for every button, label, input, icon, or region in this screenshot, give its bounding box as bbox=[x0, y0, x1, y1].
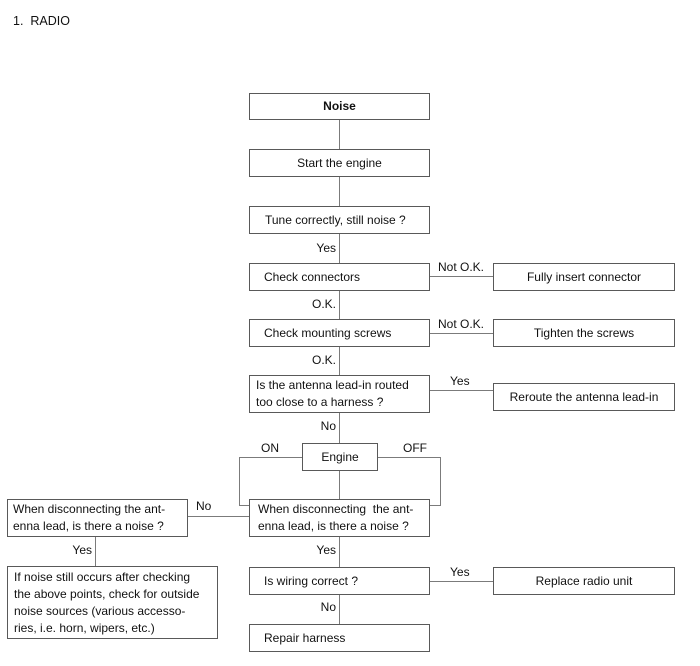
flow-node-text: When disconnecting the ant- enna lead, i… bbox=[13, 502, 166, 533]
flow-node-text: Tune correctly, still noise ? bbox=[265, 212, 406, 227]
page-title: 1. RADIO bbox=[13, 14, 70, 28]
connector-v-disconnect-wiring bbox=[339, 537, 340, 567]
label-ok-screws: O.K. bbox=[311, 353, 336, 367]
flow-node-disconnect-antenna-center: When disconnecting the ant- enna lead, i… bbox=[249, 499, 430, 537]
label-engine-on: ON bbox=[261, 441, 279, 455]
flow-node-repair-harness: Repair harness bbox=[249, 624, 430, 652]
connector-v-noise-start bbox=[339, 120, 340, 149]
connector-v-wiring-repair bbox=[339, 595, 340, 624]
flow-node-text: Check connectors bbox=[264, 269, 361, 284]
label-ok-connectors: O.K. bbox=[311, 297, 336, 311]
flow-node-replace-radio-unit: Replace radio unit bbox=[493, 567, 675, 595]
connector-v-off-loop bbox=[440, 457, 441, 506]
flow-node-tighten-the-screws: Tighten the screws bbox=[493, 319, 675, 347]
connector-v-tune-connectors bbox=[339, 234, 340, 263]
flow-node-text: Fully insert connector bbox=[526, 269, 642, 284]
label-yes-tune: Yes bbox=[316, 241, 336, 255]
flow-node-text: Replace radio unit bbox=[535, 573, 633, 588]
flow-node-tune-correctly: Tune correctly, still noise ? bbox=[249, 206, 430, 234]
connector-v-left-yes bbox=[95, 537, 96, 566]
flow-node-start-engine: Start the engine bbox=[249, 149, 430, 177]
connector-h-on-stub bbox=[239, 505, 249, 506]
connector-v-start-tune bbox=[339, 177, 340, 206]
label-notok-2: Not O.K. bbox=[438, 317, 485, 331]
connector-v-on-loop bbox=[239, 457, 240, 506]
label-no-wiring: No bbox=[320, 600, 336, 614]
flow-node-fully-insert-connector: Fully insert connector bbox=[493, 263, 675, 291]
flow-node-text: Check mounting screws bbox=[264, 325, 392, 340]
label-no-disconnect: No bbox=[196, 499, 212, 513]
connector-v-screws-antenna bbox=[339, 347, 340, 375]
connector-h-engine-on bbox=[239, 457, 302, 458]
connector-v-engine-disconnect bbox=[339, 471, 340, 499]
label-yes-replace: Yes bbox=[450, 565, 470, 579]
connector-h-notok-2 bbox=[430, 333, 493, 334]
label-yes-left: Yes bbox=[72, 543, 92, 557]
flow-node-text: Start the engine bbox=[297, 155, 382, 170]
connector-v-antenna-engine bbox=[339, 413, 340, 443]
flow-node-text: Repair harness bbox=[264, 630, 346, 645]
label-engine-off: OFF bbox=[403, 441, 427, 455]
connector-h-no-disconnect bbox=[188, 516, 249, 517]
flow-node-reroute-antenna-lead-in: Reroute the antenna lead-in bbox=[493, 383, 675, 411]
label-notok-1: Not O.K. bbox=[438, 260, 485, 274]
flow-node-text: Engine bbox=[321, 449, 359, 464]
flow-node-text: Is the antenna lead-in routed too close … bbox=[256, 378, 409, 409]
flow-node-check-mounting-screws: Check mounting screws bbox=[249, 319, 430, 347]
label-no-antenna: No bbox=[320, 419, 336, 433]
connector-h-yes-reroute bbox=[430, 390, 493, 391]
connector-h-engine-off bbox=[378, 457, 440, 458]
connector-h-yes-replace bbox=[430, 581, 493, 582]
label-yes-reroute: Yes bbox=[450, 374, 470, 388]
flow-node-text: Noise bbox=[323, 99, 356, 113]
flow-node-noise: Noise bbox=[249, 93, 430, 120]
connector-h-off-stub bbox=[430, 505, 440, 506]
flow-node-text: Is wiring correct ? bbox=[264, 573, 359, 588]
connector-v-connectors-screws bbox=[339, 291, 340, 319]
flow-node-is-wiring-correct: Is wiring correct ? bbox=[249, 567, 430, 595]
flow-node-antenna-lead-in-routed: Is the antenna lead-in routed too close … bbox=[249, 375, 430, 413]
flow-node-check-connectors: Check connectors bbox=[249, 263, 430, 291]
flow-node-text: When disconnecting the ant- enna lead, i… bbox=[258, 502, 414, 533]
flow-node-disconnect-antenna-left: When disconnecting the ant- enna lead, i… bbox=[7, 499, 188, 537]
connector-h-notok-1 bbox=[430, 276, 493, 277]
flow-node-engine: Engine bbox=[302, 443, 378, 471]
label-yes-wiring-top: Yes bbox=[316, 543, 336, 557]
flow-node-text: Tighten the screws bbox=[533, 325, 635, 340]
flow-node-text: Reroute the antenna lead-in bbox=[509, 389, 659, 404]
flow-node-outside-noise-sources: If noise still occurs after checking the… bbox=[7, 566, 218, 639]
flow-node-text: If noise still occurs after checking the… bbox=[14, 569, 200, 635]
